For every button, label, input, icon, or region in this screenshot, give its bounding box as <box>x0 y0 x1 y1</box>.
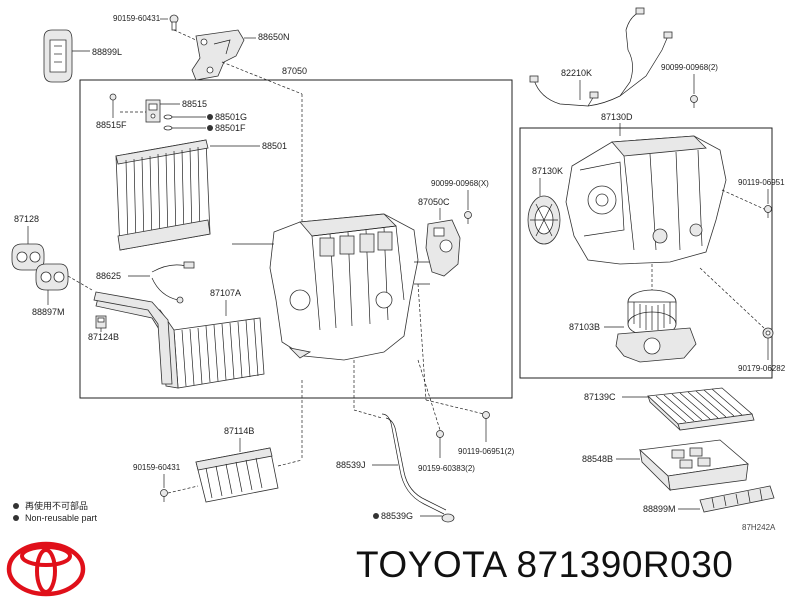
bolt-90159-60431-top <box>169 14 179 31</box>
duct-87114B-drawing <box>195 447 279 503</box>
bolt-88515F <box>109 93 117 112</box>
assembly-box-87050 <box>79 79 513 399</box>
label-87130D: 87130D <box>601 112 633 122</box>
label-82210K: 82210K <box>561 68 592 78</box>
label-87050: 87050 <box>282 66 307 76</box>
o-ring-88501F <box>163 125 173 131</box>
label-88539J: 88539J <box>336 460 366 470</box>
screw-90159-60383-2 <box>436 430 444 443</box>
screw-90119-06951 <box>764 205 772 218</box>
label-87130K: 87130K <box>532 166 563 176</box>
screw-90099-00968-2 <box>690 95 698 108</box>
evaporator-88501-drawing <box>115 139 211 251</box>
drain-hose-88539J-drawing <box>381 413 447 515</box>
label-88539G: 88539G <box>381 511 413 521</box>
label-88625: 88625 <box>96 271 121 281</box>
brand-part-title: TOYOTA 871390R030 <box>356 544 733 586</box>
label-87139C: 87139C <box>584 392 616 402</box>
label-90159-60383-2: 90159-60383(2) <box>418 464 475 473</box>
o-ring-88501G <box>163 114 173 120</box>
label-87107A: 87107A <box>210 288 241 298</box>
label-88501G: 88501G <box>215 112 247 122</box>
label-88897M: 88897M <box>32 307 65 317</box>
servo-87050C-drawing <box>425 219 461 277</box>
filter-case-88548B-drawing <box>639 439 749 492</box>
label-88515F: 88515F <box>96 120 127 130</box>
cover-87130K-drawing <box>527 195 561 245</box>
label-90119-06951-2: 90119-06951(2) <box>458 447 515 456</box>
screw-90099-00968-X <box>464 211 472 224</box>
cabin-filter-87139C-drawing <box>647 387 755 431</box>
label-87050C: 87050C <box>418 197 450 207</box>
clip-88899L-drawing <box>43 29 73 83</box>
seal-87128-drawing <box>11 243 45 271</box>
legend-text-en: Non-reusable part <box>25 513 98 523</box>
toyota-logo-icon <box>6 541 86 597</box>
label-90119-06951: 90119-06951 <box>738 178 785 187</box>
label-90159-60431-top: 90159-60431 <box>113 14 161 23</box>
label-87103B: 87103B <box>569 322 600 332</box>
label-88548B: 88548B <box>582 454 613 464</box>
label-90099-00968-X: 90099-00968(X) <box>431 179 489 188</box>
brand-name: TOYOTA <box>356 544 506 585</box>
label-87124B: 87124B <box>88 332 119 342</box>
label-90179-06282: 90179-06282 <box>738 364 786 373</box>
label-90099-00968-2: 90099-00968(2) <box>661 63 718 72</box>
label-88899L: 88899L <box>92 47 122 57</box>
expansion-valve-88515 <box>145 99 161 123</box>
logo-vertical-ring <box>35 548 57 594</box>
heater-core-87107A-drawing <box>93 291 265 389</box>
legend-bullet-jp <box>13 503 19 509</box>
grommet-88539G <box>441 513 455 523</box>
part-number: 871390R030 <box>516 544 734 585</box>
label-88501: 88501 <box>262 141 287 151</box>
label-90159-60431-bot: 90159-60431 <box>133 463 181 472</box>
label-88899M: 88899M <box>643 504 676 514</box>
label-87114B: 87114B <box>224 426 254 436</box>
nut-90179-06282 <box>762 327 774 339</box>
assembly-box-87130D <box>519 127 773 379</box>
diagram-ref-code: 87H242A <box>742 523 776 532</box>
clamp-87124B-drawing <box>95 315 107 329</box>
legend-text-jp: 再使用不可部品 <box>25 500 88 511</box>
bolt-90159-60431-bot <box>160 489 168 502</box>
blower-motor-87103B-drawing <box>615 289 697 363</box>
wire-harness-82210K-drawing <box>529 7 673 107</box>
bracket-88650N-drawing <box>191 29 245 81</box>
legend-bullet-en <box>13 515 19 521</box>
seal-88897M-drawing <box>35 263 69 291</box>
label-88501F: 88501F <box>215 123 246 133</box>
label-88650N: 88650N <box>258 32 290 42</box>
label-87128: 87128 <box>14 214 39 224</box>
logo-horizontal-ring <box>20 545 72 567</box>
label-88515: 88515 <box>182 99 207 109</box>
blower-housing-87130D-drawing <box>565 135 727 265</box>
sensor-88625-drawing <box>151 261 195 304</box>
cover-88899M-drawing <box>699 485 775 513</box>
heater-housing-drawing <box>232 213 430 361</box>
screw-90119-06951-2 <box>482 411 490 424</box>
